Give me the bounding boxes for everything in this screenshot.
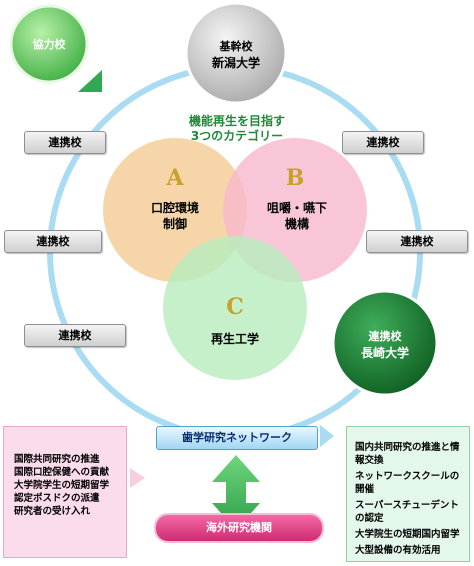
left-panel: 国際共同研究の推進 国際口腔保健への貢献 大学院学生の短期留学 認定ポスドクの派… xyxy=(3,426,127,558)
renkei-tag-upper-right: 連携校 xyxy=(342,131,424,154)
right-panel-arrow xyxy=(320,425,334,447)
left-panel-item: 大学院学生の短期留学 xyxy=(14,480,110,491)
category-a-label: 口腔環境 制御 xyxy=(125,200,225,232)
renkei-tag-middle-right: 連携校 xyxy=(366,230,468,253)
left-panel-item: 研究者の受け入れ xyxy=(14,506,91,517)
renkei-tag-upper-left: 連携校 xyxy=(24,131,106,154)
right-panel-item: 国内共同研究の推進と情報交換 xyxy=(355,442,460,466)
kikan-line1: 基幹校 xyxy=(219,40,253,53)
kikan-line2: 新潟大学 xyxy=(211,56,260,70)
kyoryoku-triangle xyxy=(78,70,102,92)
double-arrow xyxy=(212,455,260,530)
category-a-line2: 制御 xyxy=(162,217,187,231)
category-c-circle xyxy=(163,236,307,380)
network-bar: 歯学研究ネットワーク xyxy=(156,426,318,450)
nagasaki-circle xyxy=(331,289,439,397)
category-c-letter: C xyxy=(226,294,244,320)
right-panel-item: スーパースチューデントの認定 xyxy=(355,500,459,524)
renkei-tag-middle-left: 連携校 xyxy=(4,230,102,253)
category-b-line1: 咀嚼・嚥下 xyxy=(266,201,327,215)
category-c-line1: 再生工学 xyxy=(210,332,259,346)
category-b-label: 咀嚼・嚥下 機構 xyxy=(245,200,349,232)
kikan-circle xyxy=(184,1,288,105)
kaigai-button: 海外研究機関 xyxy=(154,513,324,543)
center-title-line2: 3つのカテゴリー xyxy=(190,129,284,143)
kyoryoku-label: 協力校 xyxy=(32,38,66,51)
left-panel-item: 国際共同研究の推進 xyxy=(14,454,100,465)
category-a-line1: 口腔環境 xyxy=(150,201,199,215)
nagasaki-line2: 長崎大学 xyxy=(360,346,409,360)
right-panel-item: 大学院生の短期国内留学 xyxy=(355,529,460,540)
left-panel-item: 国際口腔保健への貢献 xyxy=(14,467,110,478)
center-title-line1: 機能再生を目指す xyxy=(188,114,285,128)
category-b-letter: B xyxy=(285,165,305,191)
category-a-letter: A xyxy=(166,165,184,191)
right-panel: 国内共同研究の推進と情報交換 ネットワークスクールの開催 スーパースチューデント… xyxy=(346,426,470,562)
left-panel-item: 認定ポスドクの派遣 xyxy=(14,493,100,504)
renkei-tag-lower-left: 連携校 xyxy=(24,324,126,347)
left-panel-arrow xyxy=(130,468,145,488)
kyoryoku-circle xyxy=(9,4,89,84)
center-title: 機能再生を目指す 3つのカテゴリー xyxy=(160,114,314,144)
right-panel-item: ネットワークスクールの開催 xyxy=(355,471,460,495)
nagasaki-line1: 連携校 xyxy=(368,330,402,343)
right-panel-item: 大型設備の有効活用 xyxy=(355,545,441,556)
category-b-line2: 機構 xyxy=(284,217,309,231)
